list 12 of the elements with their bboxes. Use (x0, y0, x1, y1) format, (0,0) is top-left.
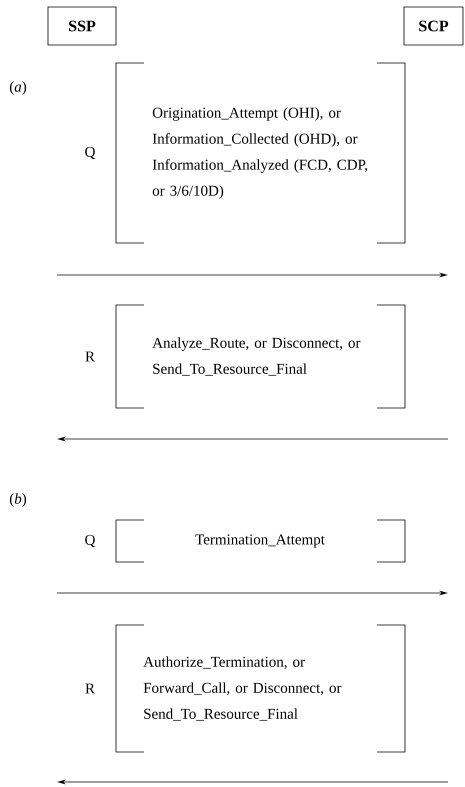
entity-box: SCP (404, 6, 464, 46)
message-bracket: Authorize_Termination, or Forward_Call, or Disconnect, or Send_To_Resource_Final (116, 624, 406, 752)
panel-label: (b) (10, 493, 26, 507)
message-bracket: Analyze_Route, or Disconnect, or Send_To_Resource_Final (116, 304, 406, 408)
message-type: Q (85, 534, 96, 548)
message-type: Q (85, 146, 96, 160)
message-bracket: Origination_Attempt (OHI), or Information_Collected (OHD), or Information_Analyzed (FCD, CDP, or 3/6/10D) (116, 62, 406, 244)
message-type: R (85, 684, 95, 694)
message-bracket: Termination_Attempt (116, 520, 406, 562)
entity-box: SSP (48, 6, 116, 46)
message-type: R (85, 352, 95, 362)
panel-label: (a) (10, 81, 26, 95)
